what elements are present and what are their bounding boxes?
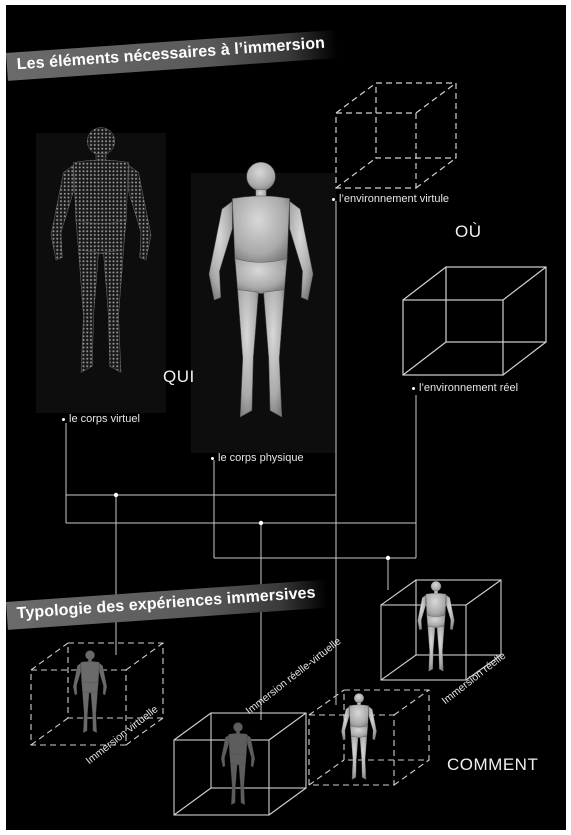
virtual-immersion-figure [73, 650, 107, 732]
label-virtual-body: le corps virtuel [62, 413, 140, 425]
word-comment: COMMENT [447, 755, 538, 775]
virtual-env-cube [336, 83, 456, 188]
bullet-icon [62, 418, 65, 421]
connector-dots [114, 493, 390, 560]
diagram-panel: Les éléments nécessaires à l’immersion T… [6, 5, 566, 830]
word-ou: OÙ [455, 222, 482, 242]
word-qui: QUI [163, 367, 195, 387]
real-env-cube [403, 267, 546, 375]
label-physical-body: le corps physique [211, 452, 304, 464]
bullet-icon [412, 387, 415, 390]
bullet-icon [211, 457, 214, 460]
augmented-cube [309, 690, 429, 785]
bullet-icon [332, 198, 335, 201]
augmented-figure [341, 693, 376, 779]
mixed-immersion-figure [221, 722, 255, 804]
real-immersion-figure [418, 581, 455, 671]
label-virtual-env: l’environnement virtule [332, 193, 449, 205]
label-real-env: l’environnement réel [412, 382, 518, 394]
